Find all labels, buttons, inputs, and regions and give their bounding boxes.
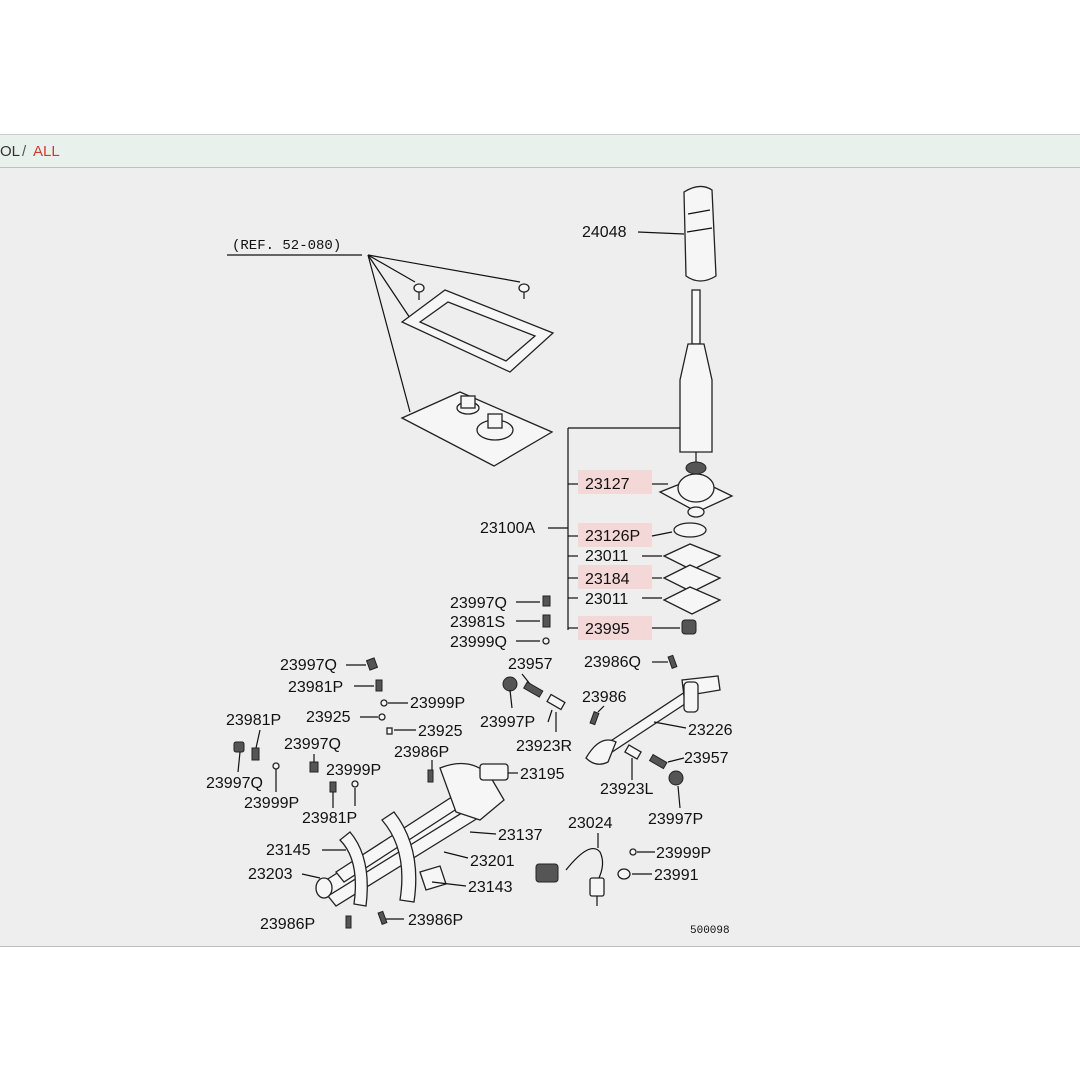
label-23986[interactable]: 23986 [582, 689, 627, 706]
label-23986Q[interactable]: 23986Q [584, 654, 641, 671]
label-23923R[interactable]: 23923R [516, 738, 572, 755]
label-23145[interactable]: 23145 [266, 842, 311, 859]
label-23997P-a[interactable]: 23997P [480, 714, 535, 731]
breadcrumb-item-current[interactable]: ALL [33, 143, 60, 160]
spring-icon [542, 614, 551, 628]
label-23195[interactable]: 23195 [520, 766, 565, 783]
lever-plate [662, 564, 722, 593]
label-23201[interactable]: 23201 [470, 853, 515, 870]
label-23226[interactable]: 23226 [688, 722, 733, 739]
label-23999P-c[interactable]: 23999P [326, 762, 381, 779]
label-23143[interactable]: 23143 [468, 879, 513, 896]
label-23137[interactable]: 23137 [498, 827, 543, 844]
label-23986P-c[interactable]: 23986P [408, 912, 463, 929]
label-23981P-b[interactable]: 23981P [226, 712, 281, 729]
label-23011-lower[interactable]: 23011 [585, 591, 628, 608]
breadcrumb-item-prev[interactable]: OL [0, 143, 21, 160]
boot-retainer-plate [400, 289, 555, 373]
backup-lamp-switch [535, 848, 605, 906]
label-23999P-d[interactable]: 23999P [656, 845, 711, 862]
label-23981P-a[interactable]: 23981P [288, 679, 343, 696]
washer [673, 522, 707, 538]
label-23997Q-b[interactable]: 23997Q [280, 657, 337, 674]
plug-icon [542, 595, 551, 607]
gasket-upper [662, 543, 722, 571]
label-23981P-c[interactable]: 23981P [302, 810, 357, 827]
shift-rod [585, 675, 721, 765]
label-23981S[interactable]: 23981S [450, 614, 505, 631]
gasket-lower [662, 586, 722, 615]
label-23997Q-a[interactable]: 23997Q [450, 595, 507, 612]
label-23999P-a[interactable]: 23999P [410, 695, 465, 712]
bushing [681, 619, 697, 635]
label-23997Q-d[interactable]: 23997Q [284, 736, 341, 753]
label-23957-b[interactable]: 23957 [684, 750, 729, 767]
breadcrumb: OL / ALL [0, 134, 1080, 168]
boot-plate [400, 391, 554, 467]
label-23957-a[interactable]: 23957 [508, 656, 553, 673]
label-23184[interactable]: 23184 [585, 571, 630, 588]
label-24048[interactable]: 24048 [582, 224, 627, 241]
ref-note: (REF. 52-080) [232, 238, 341, 254]
diagram-svg: (REF. 52-080) 24048 23100A [206, 185, 734, 937]
label-23997P-b[interactable]: 23997P [648, 811, 703, 828]
label-23986P-a[interactable]: 23986P [394, 744, 449, 761]
label-23999P-b[interactable]: 23999P [244, 795, 299, 812]
figure-number: 500098 [690, 925, 730, 937]
label-23997Q-c[interactable]: 23997Q [206, 775, 263, 792]
breadcrumb-separator: / [22, 143, 27, 160]
shift-rail-assembly [315, 762, 509, 907]
label-23011-upper[interactable]: 23011 [585, 548, 628, 565]
shift-knob [683, 185, 717, 282]
ref-bolt-left [413, 283, 425, 300]
label-23925-b[interactable]: 23925 [418, 723, 463, 740]
ref-bolt-right [518, 283, 530, 299]
label-23100A[interactable]: 23100A [480, 520, 535, 537]
label-23126P[interactable]: 23126P [585, 528, 640, 545]
lever-seat-housing [658, 473, 734, 518]
label-23024[interactable]: 23024 [568, 815, 613, 832]
label-23925-a[interactable]: 23925 [306, 709, 351, 726]
label-23203[interactable]: 23203 [248, 866, 293, 883]
label-23923L[interactable]: 23923L [600, 781, 653, 798]
label-23999Q[interactable]: 23999Q [450, 634, 507, 651]
label-23991[interactable]: 23991 [654, 867, 699, 884]
label-23986P-b[interactable]: 23986P [260, 916, 315, 933]
ball-icon [542, 637, 550, 645]
label-23995[interactable]: 23995 [585, 621, 630, 638]
parts-diagram: (REF. 52-080) 24048 23100A [0, 168, 1080, 947]
label-23127[interactable]: 23127 [585, 476, 630, 493]
shift-lever [679, 289, 713, 475]
